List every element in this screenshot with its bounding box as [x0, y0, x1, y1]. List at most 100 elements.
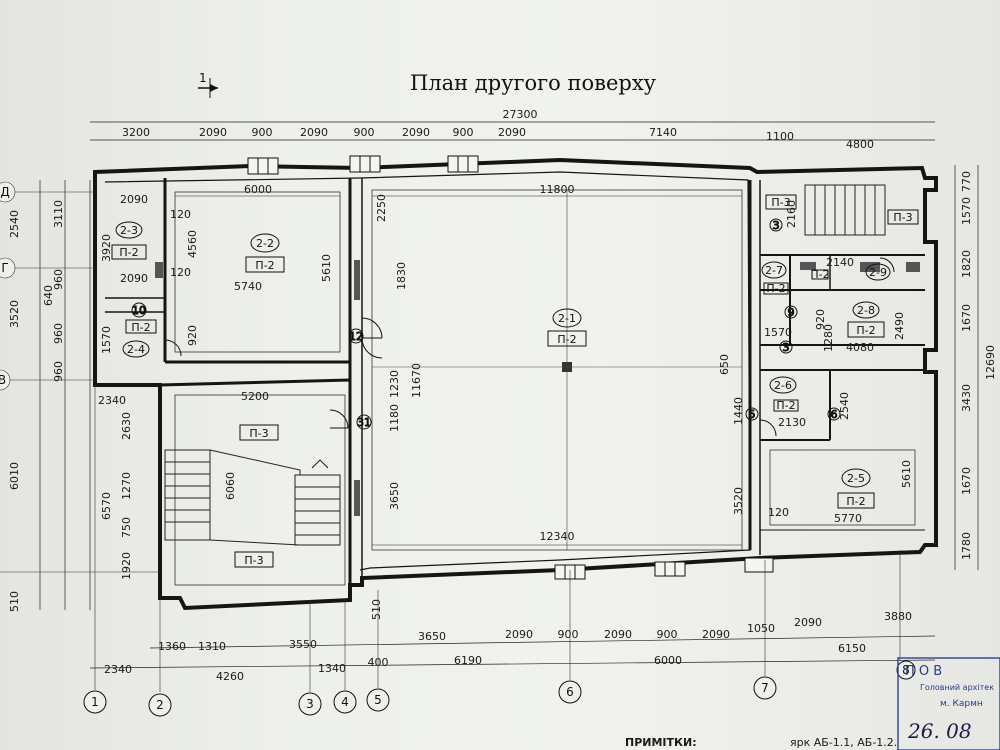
left-dim: 3520 [8, 300, 21, 328]
marker-number: 5 [749, 408, 756, 421]
stamp-line: П О В [905, 664, 942, 679]
marker-number: 6 [831, 408, 838, 421]
bottom-dim: 2340 [104, 663, 132, 676]
top-dim: 2090 [402, 126, 430, 139]
left-dim: 1270 [120, 472, 133, 500]
dim-text: 1230 [388, 370, 401, 398]
notes-label: ПРИМІТКИ: [625, 736, 697, 749]
top-dim: 3200 [122, 126, 150, 139]
stamp-line: м. Кармн [940, 699, 983, 709]
section-number: 1 [199, 71, 207, 85]
axis-letter: Г [1, 261, 8, 275]
dim-text: 2540 [838, 392, 851, 420]
room-2-7: 2-7 П-2 [761, 261, 789, 295]
dim-text: 5770 [834, 512, 862, 525]
room-2-6: 2-6 П-2 [769, 376, 799, 412]
inner-partitions [105, 178, 925, 585]
top-dim: 900 [354, 126, 375, 139]
room-type: П-2 [856, 324, 875, 337]
dim-text: 3520 [732, 487, 745, 515]
approval-stamp: П О В Головний архітек м. Кармн 26. 08 [897, 657, 1000, 750]
room-type: П-2 [131, 321, 150, 334]
axis-number: 3 [306, 697, 314, 711]
axis-number: 8 [902, 663, 910, 677]
dim-text: 3650 [388, 482, 401, 510]
axis-letter: В [0, 373, 6, 387]
right-dim: 1570 [960, 197, 973, 225]
left-dim: 2630 [120, 412, 133, 440]
right-dimensions: 770 1570 1820 1670 12690 3430 1670 1780 [954, 165, 997, 570]
bottom-dim: 3650 [418, 630, 446, 643]
axis-number: 1 [91, 695, 99, 709]
room-id: 2-8 [857, 304, 875, 317]
top-dim: 2090 [498, 126, 526, 139]
marker-number: 31 [357, 416, 371, 429]
stair-type: П-3 [771, 196, 790, 209]
left-dim: 6570 [100, 492, 113, 520]
bottom-dim: 2090 [604, 628, 632, 641]
marker-number: 9 [788, 306, 795, 319]
letter-axes [0, 181, 160, 573]
dim-text: 120 [170, 208, 191, 221]
left-dim: 6010 [8, 462, 21, 490]
room-id: 2-2 [256, 237, 274, 250]
axis-bubbles [83, 660, 916, 717]
room-id: 2-1 [558, 312, 576, 325]
dim-text: 2090 [120, 272, 148, 285]
stair-type: П-3 [244, 554, 263, 567]
bottom-dim: 6000 [654, 654, 682, 667]
left-dim: 960 [52, 361, 65, 382]
left-dim: 2540 [8, 210, 21, 238]
right-dim: 1780 [960, 532, 973, 560]
room-id: 2-5 [847, 472, 865, 485]
dim-27300: 27300 [503, 108, 538, 121]
dim-text: 1570 [764, 326, 792, 339]
room-type: П-2 [846, 495, 865, 508]
bottom-dim: 1310 [198, 640, 226, 653]
left-dim: 1570 [100, 326, 113, 354]
dim-text: 2140 [826, 256, 854, 269]
bottom-dim: 2090 [505, 628, 533, 641]
top-dim: 900 [252, 126, 273, 139]
dim-text: 5740 [234, 280, 262, 293]
bottom-dim: 2090 [794, 616, 822, 629]
bottom-dim: 1360 [158, 640, 186, 653]
dim-text: 6060 [224, 472, 237, 500]
bottom-dimensions: 1360 1310 3550 3650 2090 900 2090 900 20… [89, 599, 936, 683]
dim-text: 2130 [778, 416, 806, 429]
notes-text: ярк АБ-1.1, АБ-1.2. [790, 736, 897, 749]
interior-dimensions: 6000 11800 2250 1830 5610 4560 5740 120 … [120, 183, 913, 546]
bottom-dim: 510 [370, 599, 383, 620]
staircase-left [164, 449, 341, 546]
bottom-dim: 4260 [216, 670, 244, 683]
left-dim: 510 [8, 591, 21, 612]
room-type: П-2 [119, 246, 138, 259]
right-dim: 12690 [984, 345, 997, 380]
bottom-dim: 6150 [838, 642, 866, 655]
door-markers: 10 12 31 3 3 9 6 5 [131, 218, 841, 430]
number-axes [94, 385, 901, 692]
dim-text: 11800 [540, 183, 575, 196]
doors [164, 257, 895, 437]
left-dim: 640 [42, 285, 55, 306]
right-dim: 3430 [960, 384, 973, 412]
room-outline [174, 191, 341, 353]
marker-number: 10 [132, 304, 146, 317]
left-dimensions: 3110 2540 3920 960 640 960 3520 1570 960… [8, 180, 133, 612]
room-2-8: 2-8 П-2 [847, 301, 885, 338]
axis-number: 2 [156, 698, 164, 712]
axis-letter: Д [0, 185, 9, 199]
axis-number: 7 [761, 681, 769, 695]
room-2-4: П-2 2-4 [122, 319, 157, 358]
bottom-dim: 1340 [318, 662, 346, 675]
top-dim: 2090 [199, 126, 227, 139]
room-2-5: 2-5 П-2 [837, 468, 875, 509]
bottom-dim: 2090 [702, 628, 730, 641]
dim-text: 1180 [388, 404, 401, 432]
dim-text: 650 [718, 354, 731, 375]
top-dim: 900 [453, 126, 474, 139]
bottom-dim: 6190 [454, 654, 482, 667]
left-dim: 960 [52, 269, 65, 290]
